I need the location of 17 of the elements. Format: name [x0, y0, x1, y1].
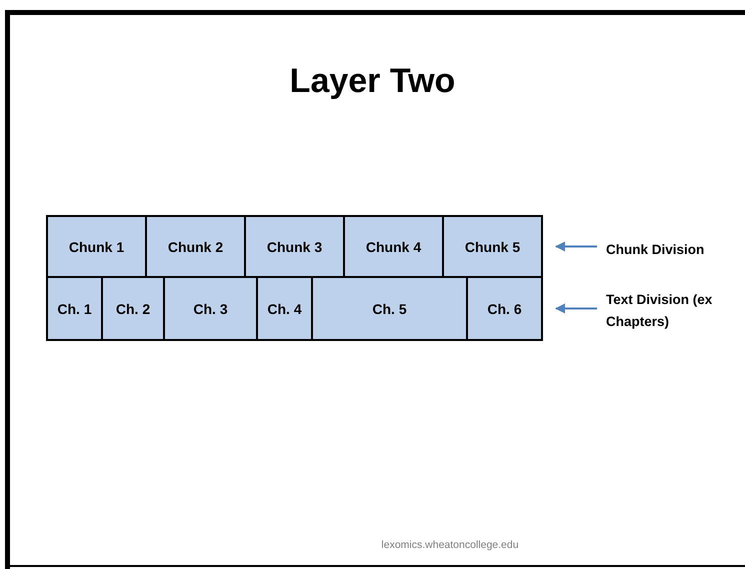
- arrow: [555, 242, 597, 252]
- chunk-segment: Chunk 2: [145, 215, 246, 278]
- arrow: [555, 304, 597, 314]
- chapter-segment: Ch. 6: [466, 276, 543, 341]
- chapter-segment: Ch. 4: [256, 276, 313, 341]
- division-label: Chunk Division: [606, 239, 736, 261]
- chapter-segment: Ch. 2: [101, 276, 165, 341]
- slide-title: Layer Two: [288, 62, 456, 101]
- chunk-segment: Chunk 3: [244, 215, 345, 278]
- chunk-segment: Chunk 5: [442, 215, 543, 278]
- chunk-segment: Chunk 1: [46, 215, 147, 278]
- chapter-segment: Ch. 3: [163, 276, 258, 341]
- chapter-segment: Ch. 1: [46, 276, 103, 341]
- chapter-segment: Ch. 5: [311, 276, 468, 341]
- division-label: Text Division (ex Chapters): [606, 289, 736, 333]
- chunk-segment: Chunk 4: [343, 215, 444, 278]
- footer-url: lexomics.wheatoncollege.edu: [380, 539, 520, 551]
